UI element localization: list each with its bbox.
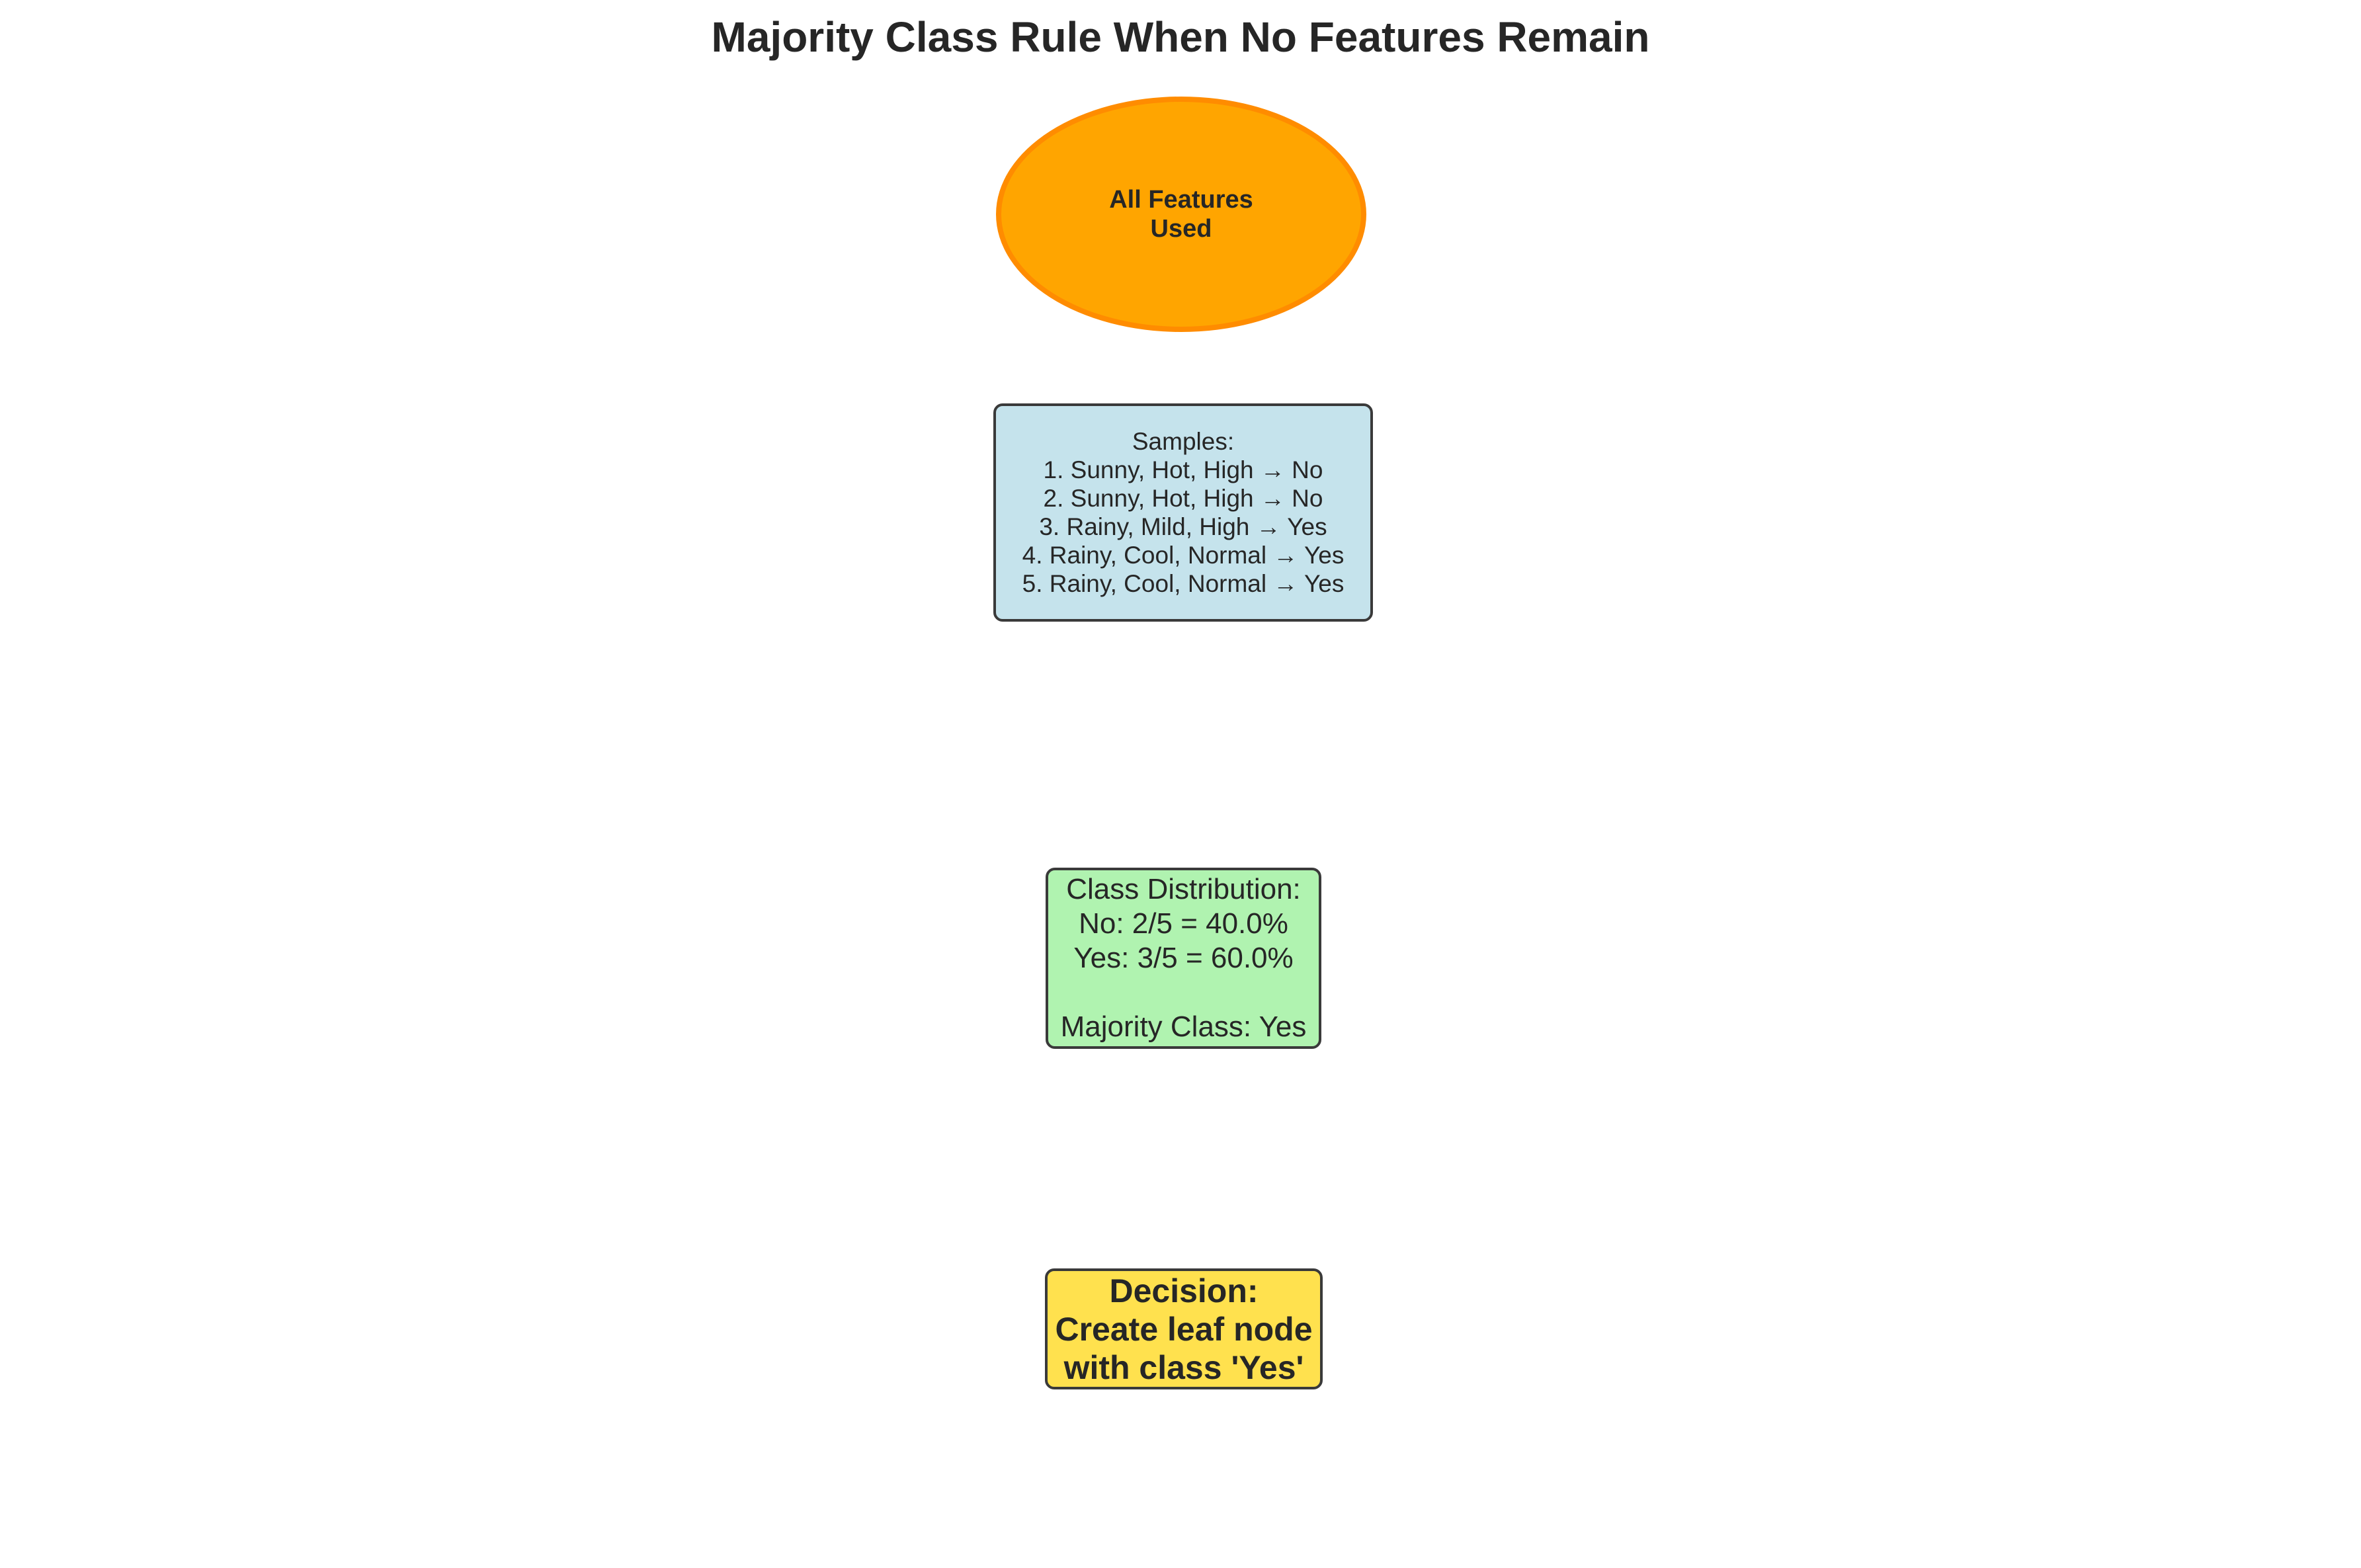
samples-header: Samples: [1132, 428, 1235, 455]
all-features-used-node: All Features Used [996, 97, 1366, 332]
decision-line-2: Create leaf node [1055, 1310, 1313, 1348]
node-label-line-1: All Features [1109, 186, 1253, 214]
sample-item: 4. Rainy, Cool, Normal → Yes [1022, 542, 1345, 569]
distribution-no: No: 2/5 = 40.0% [1079, 907, 1288, 940]
sample-item: 2. Sunny, Hot, High → No [1043, 485, 1323, 512]
distribution-header: Class Distribution: [1066, 873, 1301, 905]
sample-item: 1. Sunny, Hot, High → No [1043, 456, 1323, 483]
samples-node: Samples: 1. Sunny, Hot, High → No 2. Sun… [993, 403, 1373, 622]
sample-item: 5. Rainy, Cool, Normal → Yes [1022, 570, 1345, 597]
class-distribution-node: Class Distribution: No: 2/5 = 40.0% Yes:… [1046, 868, 1321, 1049]
decision-node: Decision: Create leaf node with class 'Y… [1045, 1268, 1323, 1389]
diagram-title: Majority Class Rule When No Features Rem… [711, 13, 1650, 61]
sample-item: 3. Rainy, Mild, High → Yes [1039, 513, 1327, 540]
majority-class: Majority Class: Yes [1060, 1011, 1307, 1043]
distribution-yes: Yes: 3/5 = 60.0% [1073, 942, 1294, 974]
decision-line-1: Decision: [1109, 1272, 1259, 1309]
decision-line-3: with class 'Yes' [1063, 1348, 1304, 1386]
node-label-line-2: Used [1150, 215, 1212, 243]
